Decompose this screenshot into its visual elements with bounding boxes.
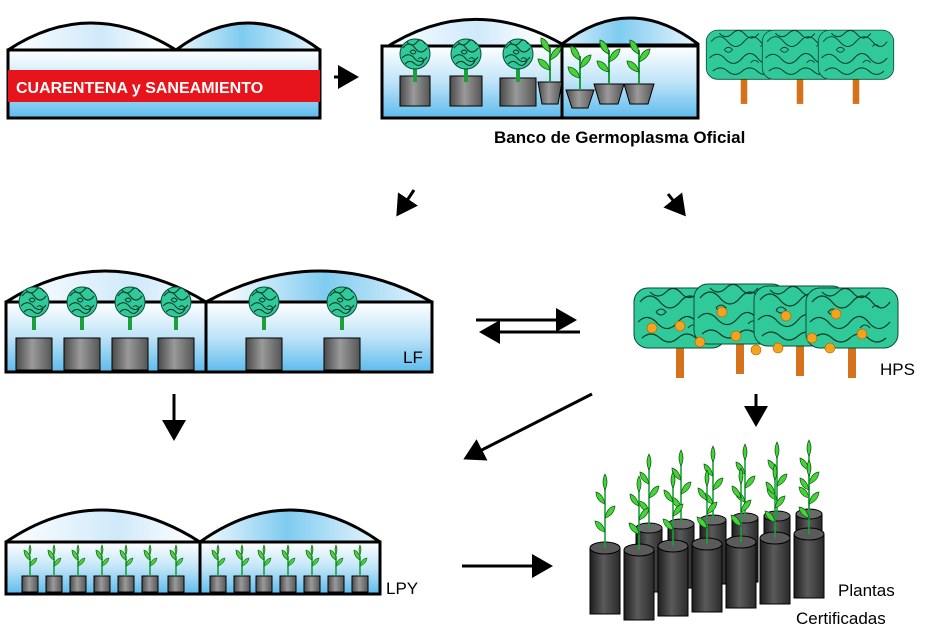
lf-potted-tree — [245, 286, 283, 371]
hps-label: HPS — [880, 360, 915, 379]
quarantine-label: CUARENTENA y SANEAMIENTO — [16, 80, 263, 97]
lpy-label: LPY — [386, 579, 418, 598]
quarantine-banner — [8, 70, 320, 102]
lpy-seedling-row — [21, 544, 369, 593]
bank-field-trees — [705, 29, 895, 105]
lf-label: LF — [403, 348, 423, 367]
lf-potted-tree — [323, 286, 361, 371]
lpy-greenhouse: LPY — [4, 508, 418, 598]
certified-plants: Plantas Certificadas — [589, 439, 895, 628]
germplasm-bank-label: Banco de Germoplasma Oficial — [494, 128, 745, 147]
arrow-bank-to-hps — [663, 192, 686, 217]
bank-potted-tree — [449, 38, 483, 107]
germplasm-greenhouse — [380, 16, 700, 120]
bank-potted-seedling — [537, 37, 563, 105]
bank-potted-seedling — [593, 39, 625, 105]
bank-potted-tree — [399, 38, 431, 107]
lf-potted-tree — [111, 286, 149, 371]
lf-potted-tree — [63, 286, 101, 371]
hps-orchard: HPS — [633, 283, 915, 379]
lf-greenhouse: LF — [4, 269, 434, 374]
arrow-bank-to-lf — [396, 189, 418, 217]
bank-potted-seedling — [565, 45, 595, 109]
certified-label-line2: Certificadas — [796, 609, 886, 628]
bank-potted-seedling — [623, 39, 655, 105]
arrow-hps-to-lpy — [463, 392, 593, 461]
quarantine-greenhouse: CUARENTENA y SANEAMIENTO — [6, 21, 322, 120]
lf-potted-tree — [15, 286, 53, 371]
certified-label-line1: Plantas — [838, 581, 895, 600]
lf-potted-tree — [157, 286, 195, 371]
bank-potted-tree — [499, 38, 537, 107]
